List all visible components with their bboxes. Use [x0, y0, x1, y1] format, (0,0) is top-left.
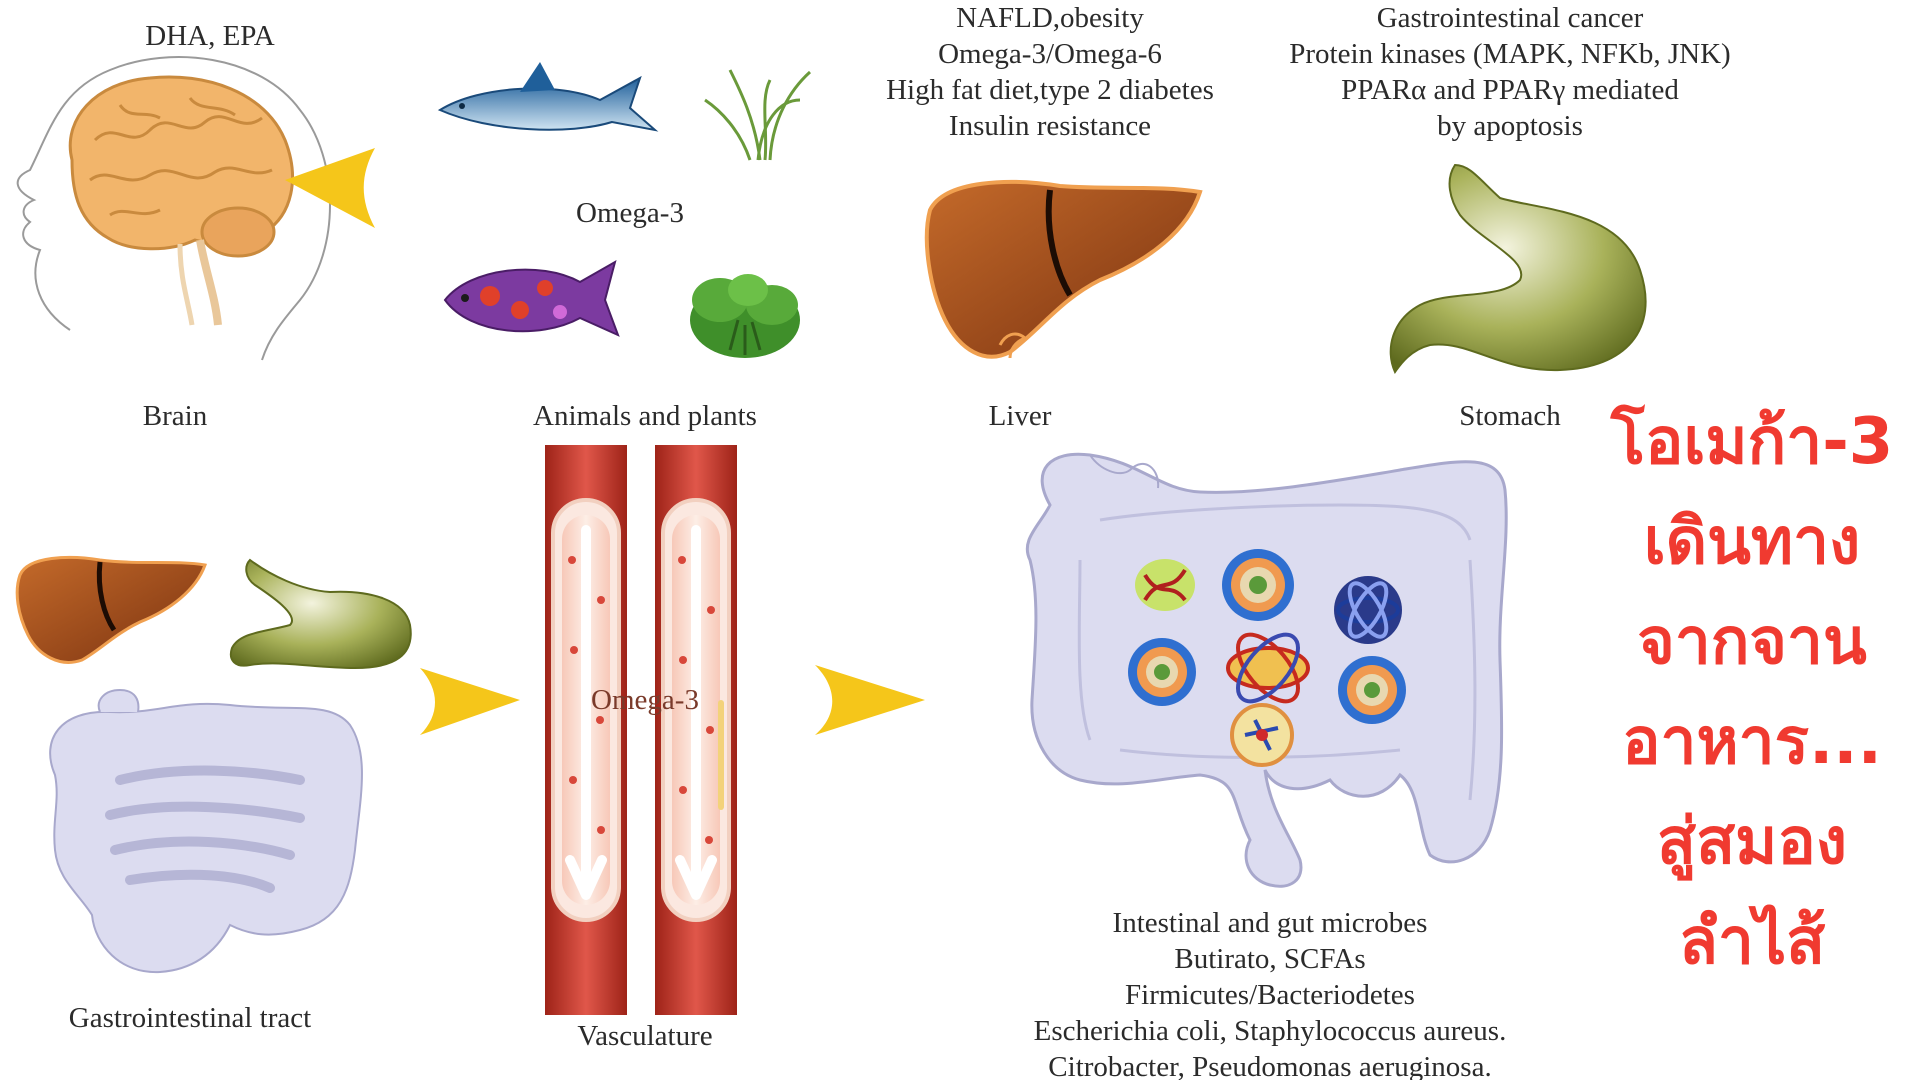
- microbe-cell-3: [1338, 656, 1406, 724]
- blood-cells: [568, 556, 715, 844]
- stomach-illustration-top: [1389, 163, 1647, 374]
- arrow-to-vasculature: [420, 668, 520, 735]
- microbe-cell-1: [1222, 549, 1294, 621]
- stomach-note: Protein kinases (MAPK, NFKb, JNK): [1289, 38, 1731, 70]
- gut-note: Citrobacter, Pseudomonas aeruginosa.: [1048, 1051, 1492, 1080]
- brain-illustration: [16, 56, 331, 361]
- microbe-dna: [1135, 559, 1195, 611]
- liver-note: High fat diet,type 2 diabetes: [886, 74, 1214, 106]
- gi-tract-illustration: [49, 688, 363, 974]
- animals-plants-label: Animals and plants: [533, 400, 757, 432]
- headline-line: ลำไส้: [1678, 905, 1826, 979]
- brain-folds: [89, 96, 273, 217]
- gut-notes: Intestinal and gut microbes Butirato, SC…: [1000, 905, 1540, 1080]
- brain-header-label: DHA, EPA: [145, 20, 275, 52]
- reef-fish-illustration: [443, 259, 620, 337]
- headline-line: โอเมก้า-3: [1610, 405, 1894, 479]
- omega3-center-label: Omega-3: [576, 197, 684, 229]
- seagrass-illustration: [704, 69, 812, 161]
- vessel-omega3-label: Omega-3: [591, 684, 699, 716]
- headline-line: สู่สมอง: [1657, 805, 1847, 879]
- cerebellum: [200, 206, 276, 258]
- shrub-illustration: [690, 274, 800, 358]
- stomach-note: by apoptosis: [1437, 110, 1583, 142]
- microbe-small: [1230, 703, 1294, 767]
- stomach-illustration-small: [230, 558, 412, 670]
- arrow-to-brain: [285, 148, 375, 228]
- gut-note: Intestinal and gut microbes: [1112, 907, 1428, 939]
- vasculature-label: Vasculature: [577, 1020, 713, 1052]
- microbe-cell-2: [1128, 638, 1196, 706]
- gut-note: Firmicutes/Bacteriodetes: [1125, 979, 1415, 1011]
- liver-label: Liver: [988, 400, 1052, 432]
- stomach-note: Gastrointestinal cancer: [1376, 2, 1644, 34]
- headline-line: อาหาร...: [1622, 705, 1882, 779]
- liver-note: Insulin resistance: [948, 110, 1152, 142]
- microbe-atom: [1334, 576, 1402, 644]
- thai-headline: โอเมก้า-3 เดินทาง จากจาน อาหาร... สู่สมอ…: [1588, 392, 1916, 992]
- blood-vessel-left: [545, 445, 627, 1015]
- headline-line: จากจาน: [1637, 605, 1867, 679]
- brain-label: Brain: [142, 400, 208, 432]
- gut-note: Butirato, SCFAs: [1174, 943, 1366, 975]
- arrow-to-intestine: [815, 665, 925, 735]
- gi-tract-label: Gastrointestinal tract: [68, 1002, 312, 1034]
- liver-illustration-small: [15, 555, 208, 664]
- stomach-notes: Gastrointestinal cancer Protein kinases …: [1265, 0, 1755, 144]
- liver-illustration-top: [924, 179, 1203, 359]
- head-outline: [16, 56, 331, 361]
- liver-note: NAFLD,obesity: [956, 2, 1144, 34]
- spinal-cord: [177, 243, 195, 326]
- microbe-rings: [1226, 632, 1310, 704]
- headline-line: เดินทาง: [1643, 505, 1861, 579]
- stomach-label: Stomach: [1459, 400, 1561, 432]
- gut-note: Escherichia coli, Staphylococcus aureus.: [1033, 1015, 1507, 1047]
- liver-notes: NAFLD,obesity Omega-3/Omega-6 High fat d…: [855, 0, 1245, 144]
- liver-note: Omega-3/Omega-6: [938, 38, 1162, 70]
- brain-stem: [196, 239, 222, 326]
- shark-illustration: [437, 62, 659, 132]
- stomach-note: PPARα and PPARγ mediated: [1341, 74, 1679, 106]
- blood-vessel-right: [655, 445, 737, 1015]
